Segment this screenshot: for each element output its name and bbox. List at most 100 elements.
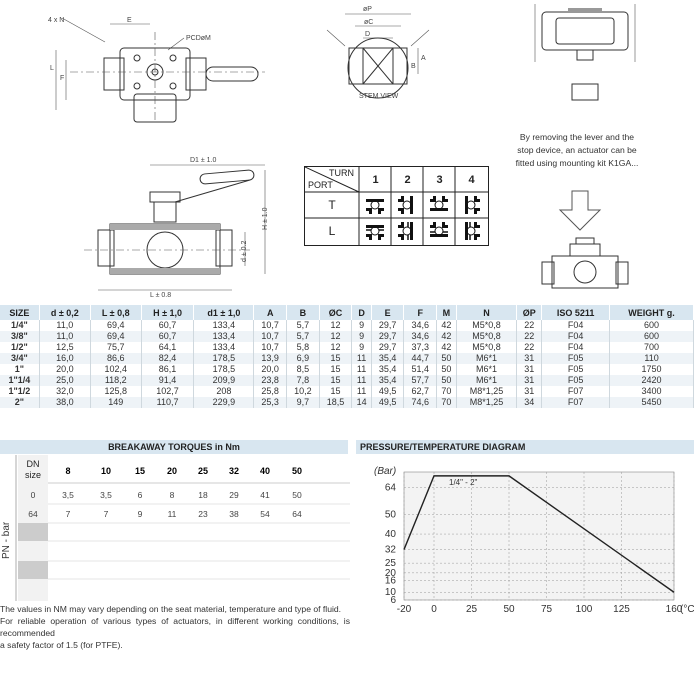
torque-value: 18 (198, 490, 208, 500)
chart-title: PRESSURE/TEMPERATURE DIAGRAM (356, 440, 694, 454)
spec-cell: 57,7 (403, 375, 438, 386)
spec-cell: 2" (0, 397, 40, 408)
spec-cell: 34 (516, 397, 543, 408)
turn-2: 2 (404, 174, 411, 186)
spec-cell: 22 (516, 331, 543, 342)
spec-cell: F07 (541, 386, 611, 397)
spec-cell: 38,0 (39, 397, 91, 408)
spec-cell: 209,9 (193, 375, 255, 386)
spec-cell: 50 (436, 375, 457, 386)
spec-cell: 34,6 (403, 331, 438, 342)
spec-cell: 86,6 (90, 353, 142, 364)
torque-value: 54 (260, 509, 270, 519)
x-tick-label: 100 (576, 604, 593, 615)
turn-port-table: TURN PORT 1 2 3 4 T L (304, 166, 489, 246)
spec-cell: 9 (351, 342, 372, 353)
spec-cell: 62,7 (403, 386, 438, 397)
stem-c-label: øC (364, 19, 373, 26)
spec-cell: 35,4 (371, 353, 405, 364)
spec-header-cell: H ± 1,0 (141, 305, 195, 320)
note-2: For reliable operation of various types … (0, 616, 350, 638)
stem-b-label: B (411, 63, 416, 70)
spec-cell: 16,0 (39, 353, 91, 364)
spec-cell: 42 (436, 342, 457, 353)
spec-cell: M6*1 (456, 375, 518, 386)
port-flow-symbol (430, 196, 448, 211)
spec-cell: 10,7 (253, 342, 288, 353)
spec-cell: F05 (541, 364, 611, 375)
turn-4: 4 (468, 174, 475, 186)
spec-cell: 15 (319, 386, 353, 397)
torque-value: 41 (260, 490, 270, 500)
spec-cell: 10,2 (286, 386, 320, 397)
spec-cell: 208 (193, 386, 255, 397)
spec-cell: 9 (351, 320, 372, 331)
l-label: L (50, 65, 54, 72)
dn-label-line2: size (25, 470, 41, 480)
spec-cell: 70 (436, 397, 457, 408)
spec-cell: 74,6 (403, 397, 438, 408)
turn-label: TURN (329, 168, 354, 178)
y-tick-label: 40 (385, 529, 397, 540)
spec-header-cell: N (456, 305, 518, 320)
spec-cell: M5*0,8 (456, 342, 518, 353)
spec-cell: M8*1,25 (456, 386, 518, 397)
spec-cell: 102,7 (141, 386, 195, 397)
h-label: H ± 1.0 (262, 207, 269, 230)
x-tick-label: -20 (397, 604, 412, 615)
spec-cell: 31 (516, 386, 543, 397)
spec-header-cell: ISO 5211 (541, 305, 611, 320)
spec-cell: M8*1,25 (456, 397, 518, 408)
spec-cell: 11,0 (39, 320, 91, 331)
spec-cell: 3/4" (0, 353, 40, 364)
y-tick-label: 25 (385, 558, 397, 569)
actuator-drawing (534, 4, 636, 101)
spec-cell: 25,3 (253, 397, 288, 408)
spec-cell: 700 (609, 342, 694, 353)
torque-value: 7 (104, 509, 109, 519)
spec-cell: 29,7 (371, 331, 405, 342)
torque-value: 23 (198, 509, 208, 519)
port-flow-symbol (465, 222, 480, 240)
spec-cell: 9 (351, 331, 372, 342)
actuator-note: By removing the lever and the stop devic… (515, 132, 639, 168)
spec-cell: 22 (516, 320, 543, 331)
spec-cell: 15 (319, 364, 353, 375)
spec-cell: 75,7 (90, 342, 142, 353)
y-tick-label: 64 (385, 483, 397, 494)
spec-cell: 2420 (609, 375, 694, 386)
spec-header-cell: M (436, 305, 457, 320)
spec-cell: 600 (609, 331, 694, 342)
spec-cell: 178,5 (193, 353, 255, 364)
port-label: PORT (308, 180, 333, 190)
stem-view-caption: STEM VIEW (359, 93, 399, 100)
plot-area (403, 471, 675, 601)
spec-cell: 7,8 (286, 375, 320, 386)
spec-cell: 10,7 (253, 331, 288, 342)
turn-3: 3 (436, 174, 443, 186)
y-tick-label: 16 (385, 576, 397, 587)
spec-cell: 12,5 (39, 342, 91, 353)
spec-cell: F04 (541, 320, 611, 331)
actuated-valve-drawing (541, 237, 629, 289)
spec-cell: 1" (0, 364, 40, 375)
e-label: E (127, 17, 132, 24)
pn-value: 64 (28, 509, 38, 519)
spec-cell: 60,7 (141, 331, 195, 342)
spec-cell: 3400 (609, 386, 694, 397)
torque-value: 9 (138, 509, 143, 519)
spec-cell: 12 (319, 320, 353, 331)
spec-cell: F04 (541, 342, 611, 353)
spec-cell: M6*1 (456, 353, 518, 364)
spec-cell: 32,0 (39, 386, 91, 397)
spec-cell: 5,8 (286, 342, 320, 353)
spec-header-cell: WEIGHT g. (609, 305, 694, 320)
spec-cell: 10,7 (253, 320, 288, 331)
spec-cell: 29,7 (371, 320, 405, 331)
spec-cell: 178,5 (193, 364, 255, 375)
torque-value: 50 (292, 490, 302, 500)
